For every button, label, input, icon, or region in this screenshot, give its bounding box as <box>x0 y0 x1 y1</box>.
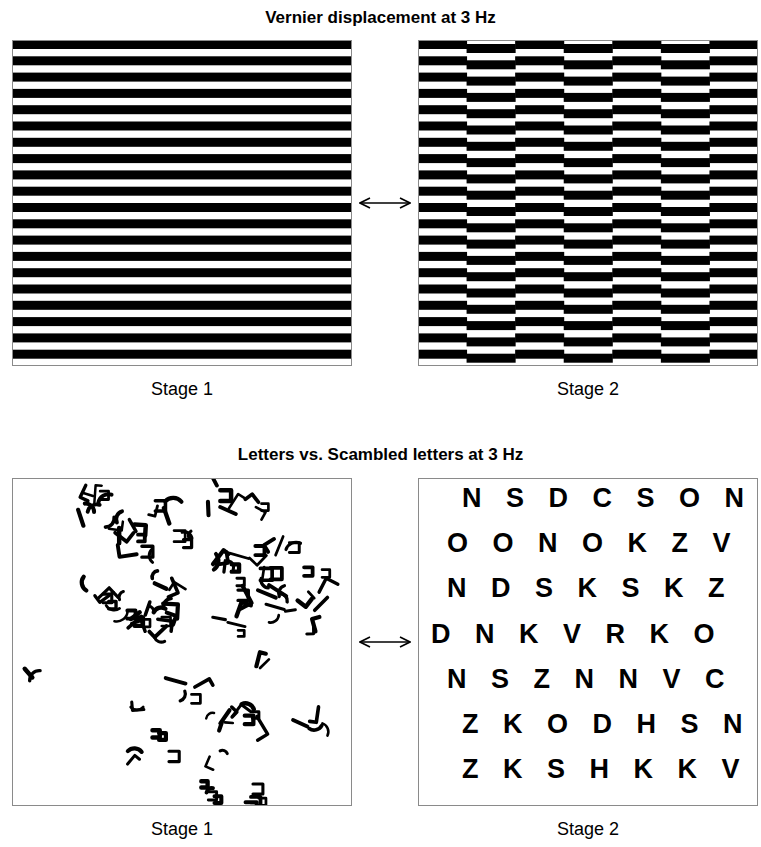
stage-label: Stage 2 <box>419 379 757 400</box>
letter-row: Z K S H K K V <box>462 754 740 784</box>
stage-label: Stage 1 <box>13 379 351 400</box>
letter-row: Z K O D H S N <box>462 709 743 739</box>
stage-label: Stage 2 <box>419 819 757 840</box>
letter-row: N S Z N N V C <box>447 664 725 694</box>
stimulus-panel: Stage 1 <box>12 478 352 806</box>
scrambled-letters <box>25 478 338 806</box>
letter-row: O O N O K Z V <box>447 528 731 558</box>
alternation-arrow <box>360 202 410 204</box>
stage-label: Stage 1 <box>13 819 351 840</box>
vernier-grating <box>418 40 758 366</box>
grating <box>12 40 352 366</box>
letter-row: N S D C S O N <box>462 483 744 513</box>
stimulus-panel: Stage 1 <box>12 40 352 366</box>
alternation-arrow <box>360 641 410 643</box>
panel-title: Letters vs. Scambled letters at 3 Hz <box>0 445 761 465</box>
stimulus-panel: Stage 2 <box>418 40 758 366</box>
panel-title: Vernier displacement at 3 Hz <box>0 8 761 28</box>
letter-row: D N K V R K O <box>431 619 715 649</box>
letter-row: N D S K S K Z <box>447 573 725 603</box>
stimulus-panel: N S D C S O N O O N O K Z V N D S K S K Z D… <box>418 478 758 806</box>
